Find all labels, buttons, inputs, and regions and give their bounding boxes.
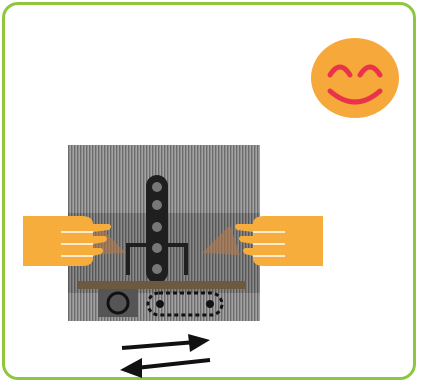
hand-right-icon bbox=[235, 216, 323, 266]
smiling-face-icon bbox=[311, 38, 399, 118]
instruction-card bbox=[2, 2, 416, 380]
swap-arrows-icon bbox=[120, 334, 211, 378]
hand-left-icon bbox=[23, 216, 111, 266]
